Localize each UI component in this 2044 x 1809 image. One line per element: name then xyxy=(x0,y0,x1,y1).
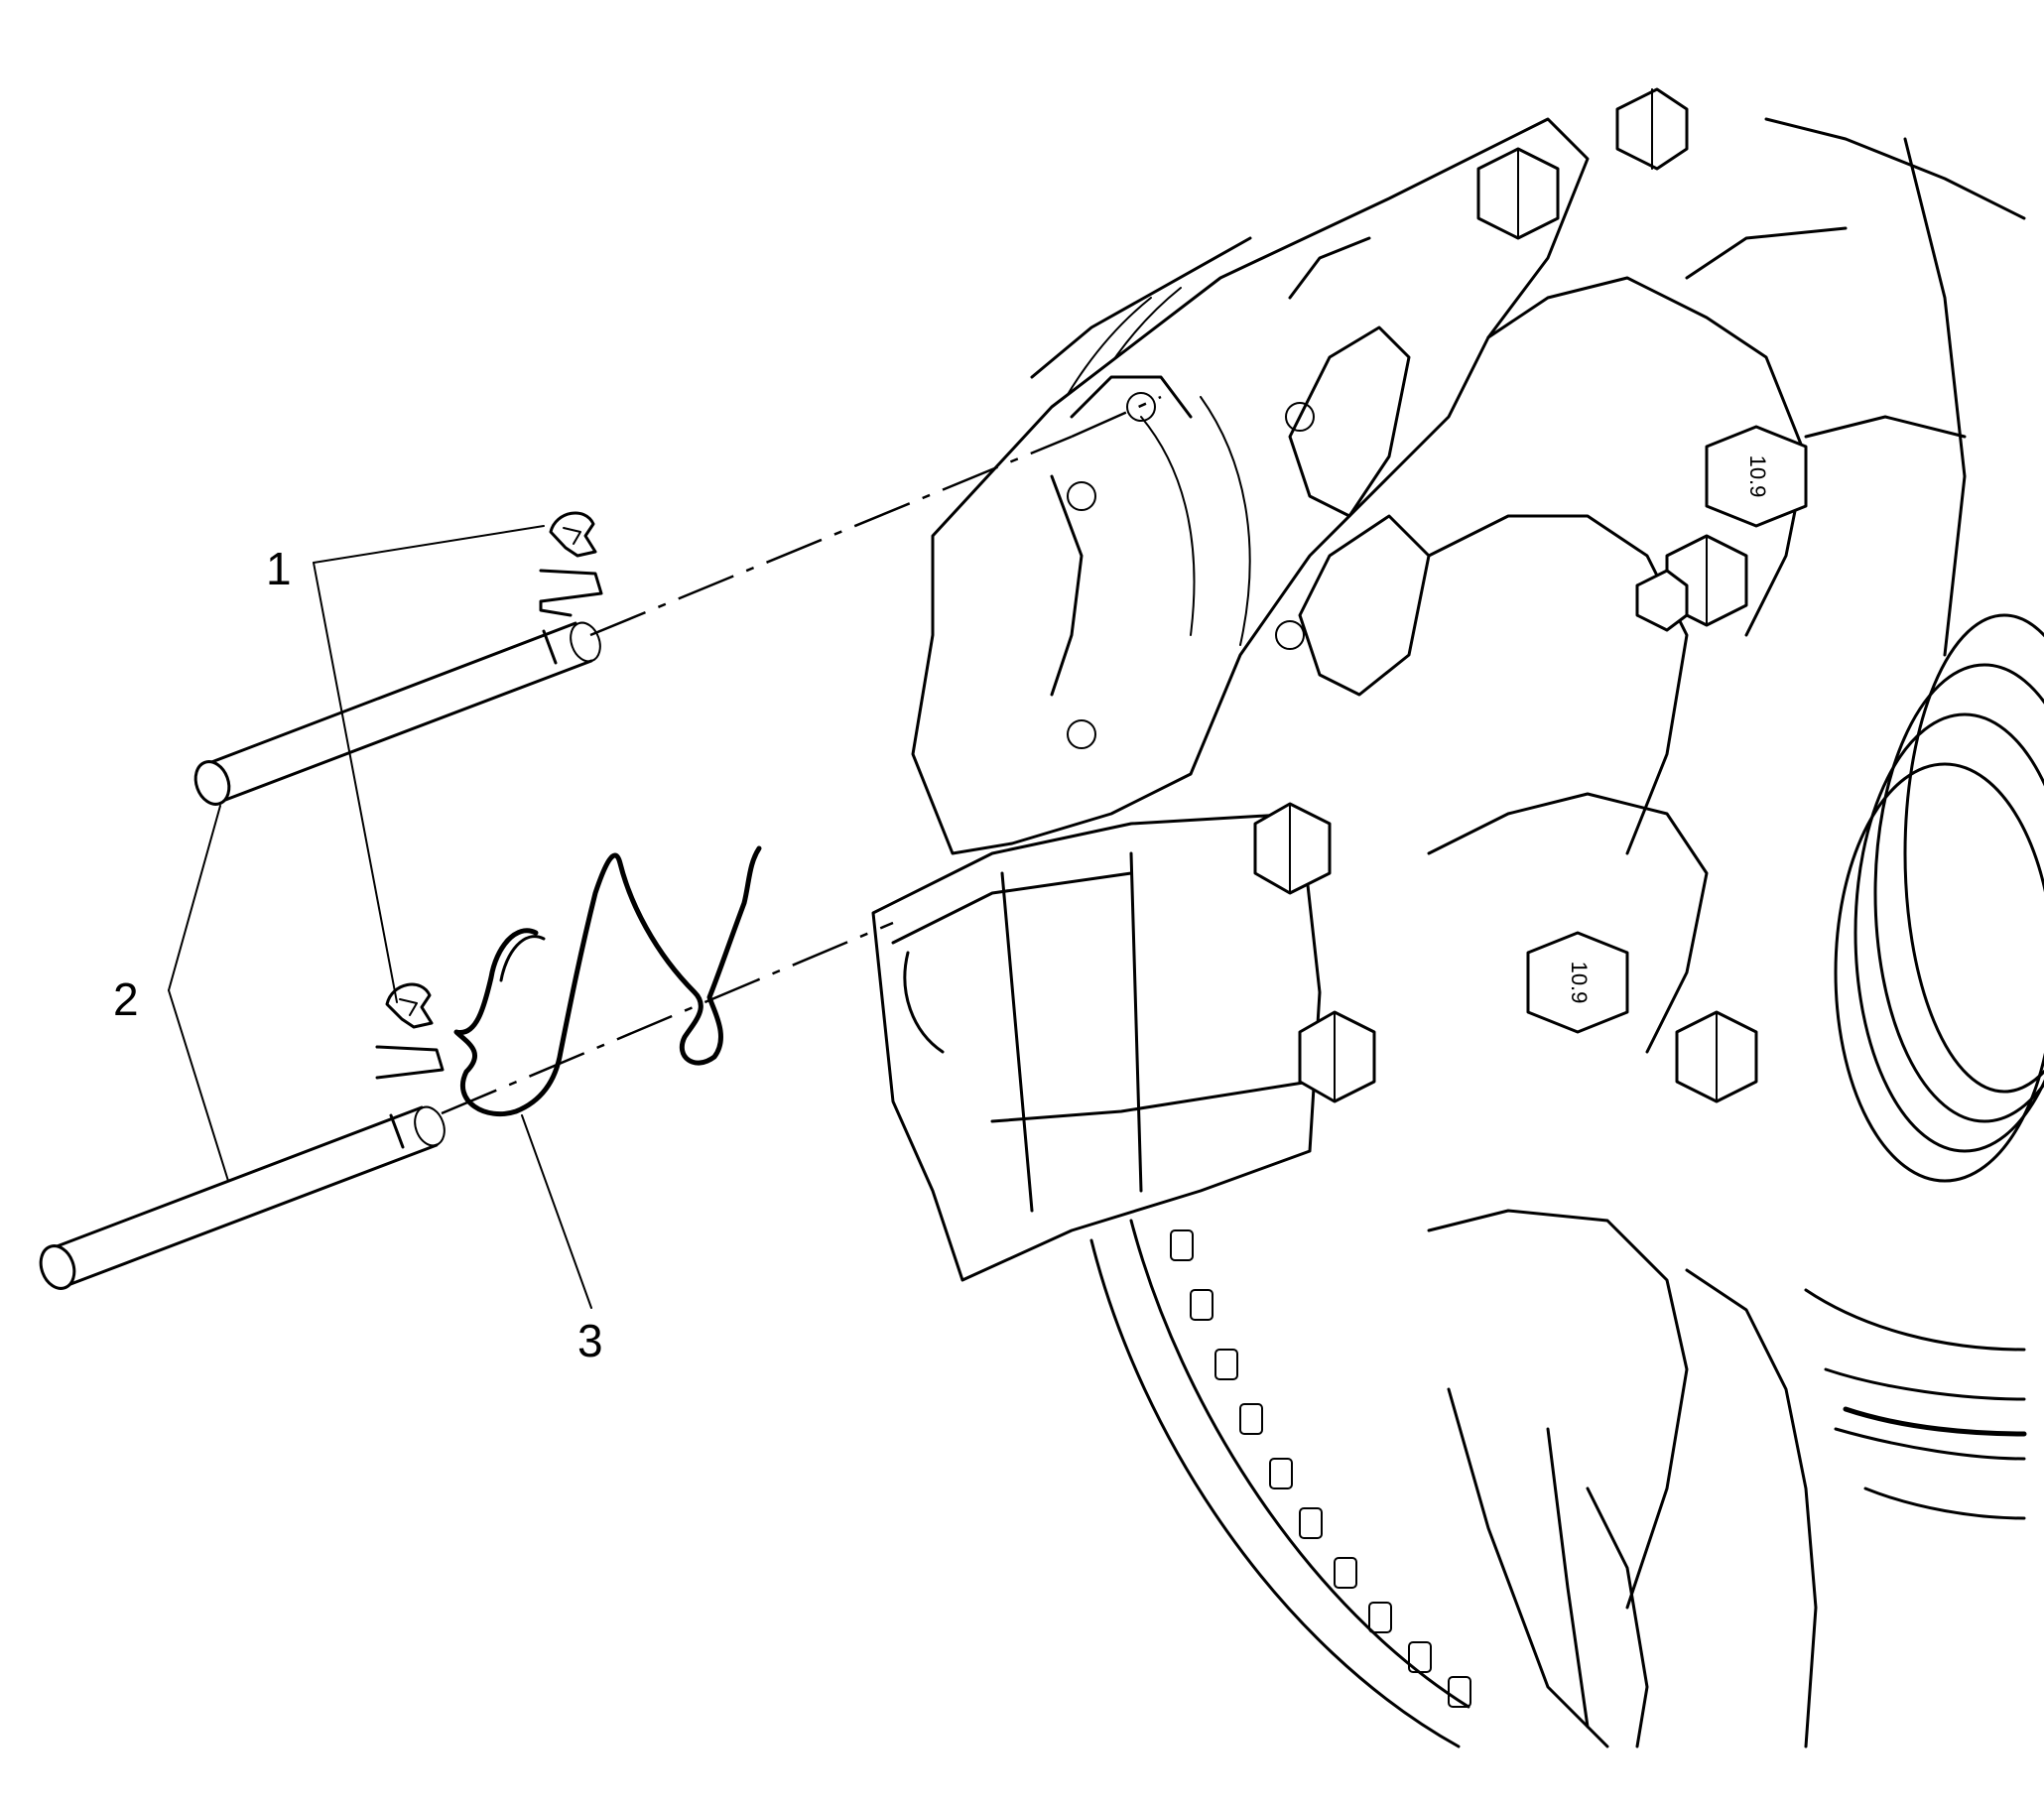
cv-axle-boot xyxy=(1804,613,2044,1520)
hex-bolt xyxy=(1253,802,1332,895)
guide-pin-upper xyxy=(193,621,601,806)
hex-bolt xyxy=(1476,147,1560,240)
callout-3-label: 3 xyxy=(577,1315,603,1366)
steering-knuckle xyxy=(1427,117,2026,1748)
hex-bolt xyxy=(1675,1010,1758,1103)
retaining-clip-lower xyxy=(375,982,445,1080)
alignment-lines xyxy=(441,395,1162,1115)
marked-bolt-lower: 10.9 xyxy=(1526,931,1629,1034)
hex-bolt xyxy=(1298,1010,1376,1103)
marked-bolt-upper: 10.9 xyxy=(1705,425,1808,528)
callout-2-label: 2 xyxy=(113,973,139,1025)
brake-caliper-body xyxy=(871,117,1590,1282)
callout-1-label: 1 xyxy=(266,543,292,594)
retaining-clip-upper xyxy=(539,511,603,617)
hex-bolt xyxy=(1635,569,1689,632)
anti-rattle-spring xyxy=(453,845,762,1117)
hex-bolt xyxy=(1615,87,1689,171)
callout-leaders xyxy=(168,525,592,1309)
hex-bolts: 10.9 10.9 xyxy=(1253,87,1808,1103)
bolt-marking-lower: 10.9 xyxy=(1567,962,1592,1004)
bolt-marking-upper: 10.9 xyxy=(1745,455,1770,498)
guide-pin-lower xyxy=(39,1105,446,1290)
